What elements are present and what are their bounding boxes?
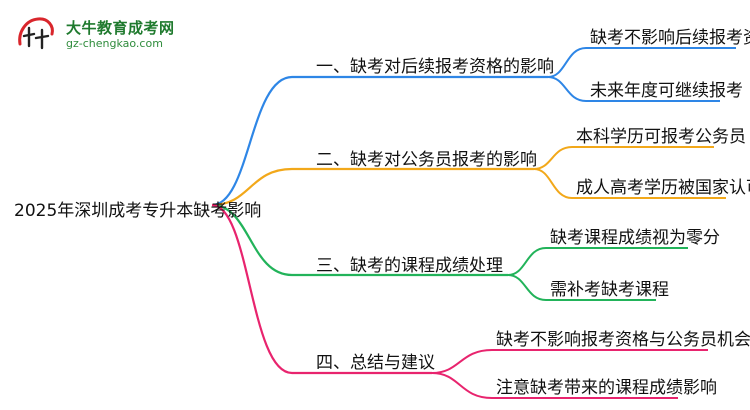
- connector-branch-1-leaf-2: [547, 76, 720, 102]
- branch-1-label: 一、缺考对后续报考资格的影响: [316, 57, 554, 77]
- branch-3-label: 三、缺考的课程成绩处理: [316, 256, 503, 276]
- connector-branch-3-leaf-2: [507, 274, 656, 301]
- connector-root-branch-3: [211, 203, 508, 277]
- mindmap-root-node: 2025年深圳成考专升本缺考影响: [14, 201, 262, 221]
- connector-branch-4-leaf-1: [431, 349, 708, 374]
- branch-4-label: 四、总结与建议: [316, 353, 435, 373]
- branch-3-leaf-2: 需补考缺考课程: [550, 280, 669, 300]
- branch-4-leaf-1: 缺考不影响报考资格与公务员机会: [496, 330, 750, 350]
- connector-root-branch-1: [211, 75, 548, 207]
- logo-site-name: 大牛教育成考网: [66, 19, 175, 37]
- connector-root-branch-4: [211, 203, 432, 375]
- branch-4-leaf-2: 注意缺考带来的课程成绩影响: [496, 378, 717, 398]
- branch-2-leaf-1: 本科学历可报考公务员: [576, 127, 746, 147]
- branch-3-leaf-1: 缺考课程成绩视为零分: [550, 228, 720, 248]
- connector-branch-4-leaf-2: [431, 372, 678, 399]
- branch-1-leaf-2: 未来年度可继续报考: [590, 81, 743, 101]
- site-logo: 大牛教育成考网 gz-chengkao.com: [14, 14, 174, 52]
- branch-1-leaf-1: 缺考不影响后续报考资格: [590, 28, 750, 48]
- connector-branch-2-leaf-2: [533, 168, 726, 199]
- connector-branch-1-leaf-1: [547, 47, 736, 78]
- connector-branch-2-leaf-1: [533, 146, 714, 170]
- connector-branch-3-leaf-1: [507, 247, 688, 276]
- logo-mark-icon: [18, 17, 54, 50]
- connector-root-branch-2: [211, 167, 534, 207]
- logo-site-url: gz-chengkao.com: [66, 37, 163, 50]
- branch-2-leaf-2: 成人高考学历被国家认可: [576, 178, 750, 198]
- branch-2-label: 二、缺考对公务员报考的影响: [316, 150, 537, 170]
